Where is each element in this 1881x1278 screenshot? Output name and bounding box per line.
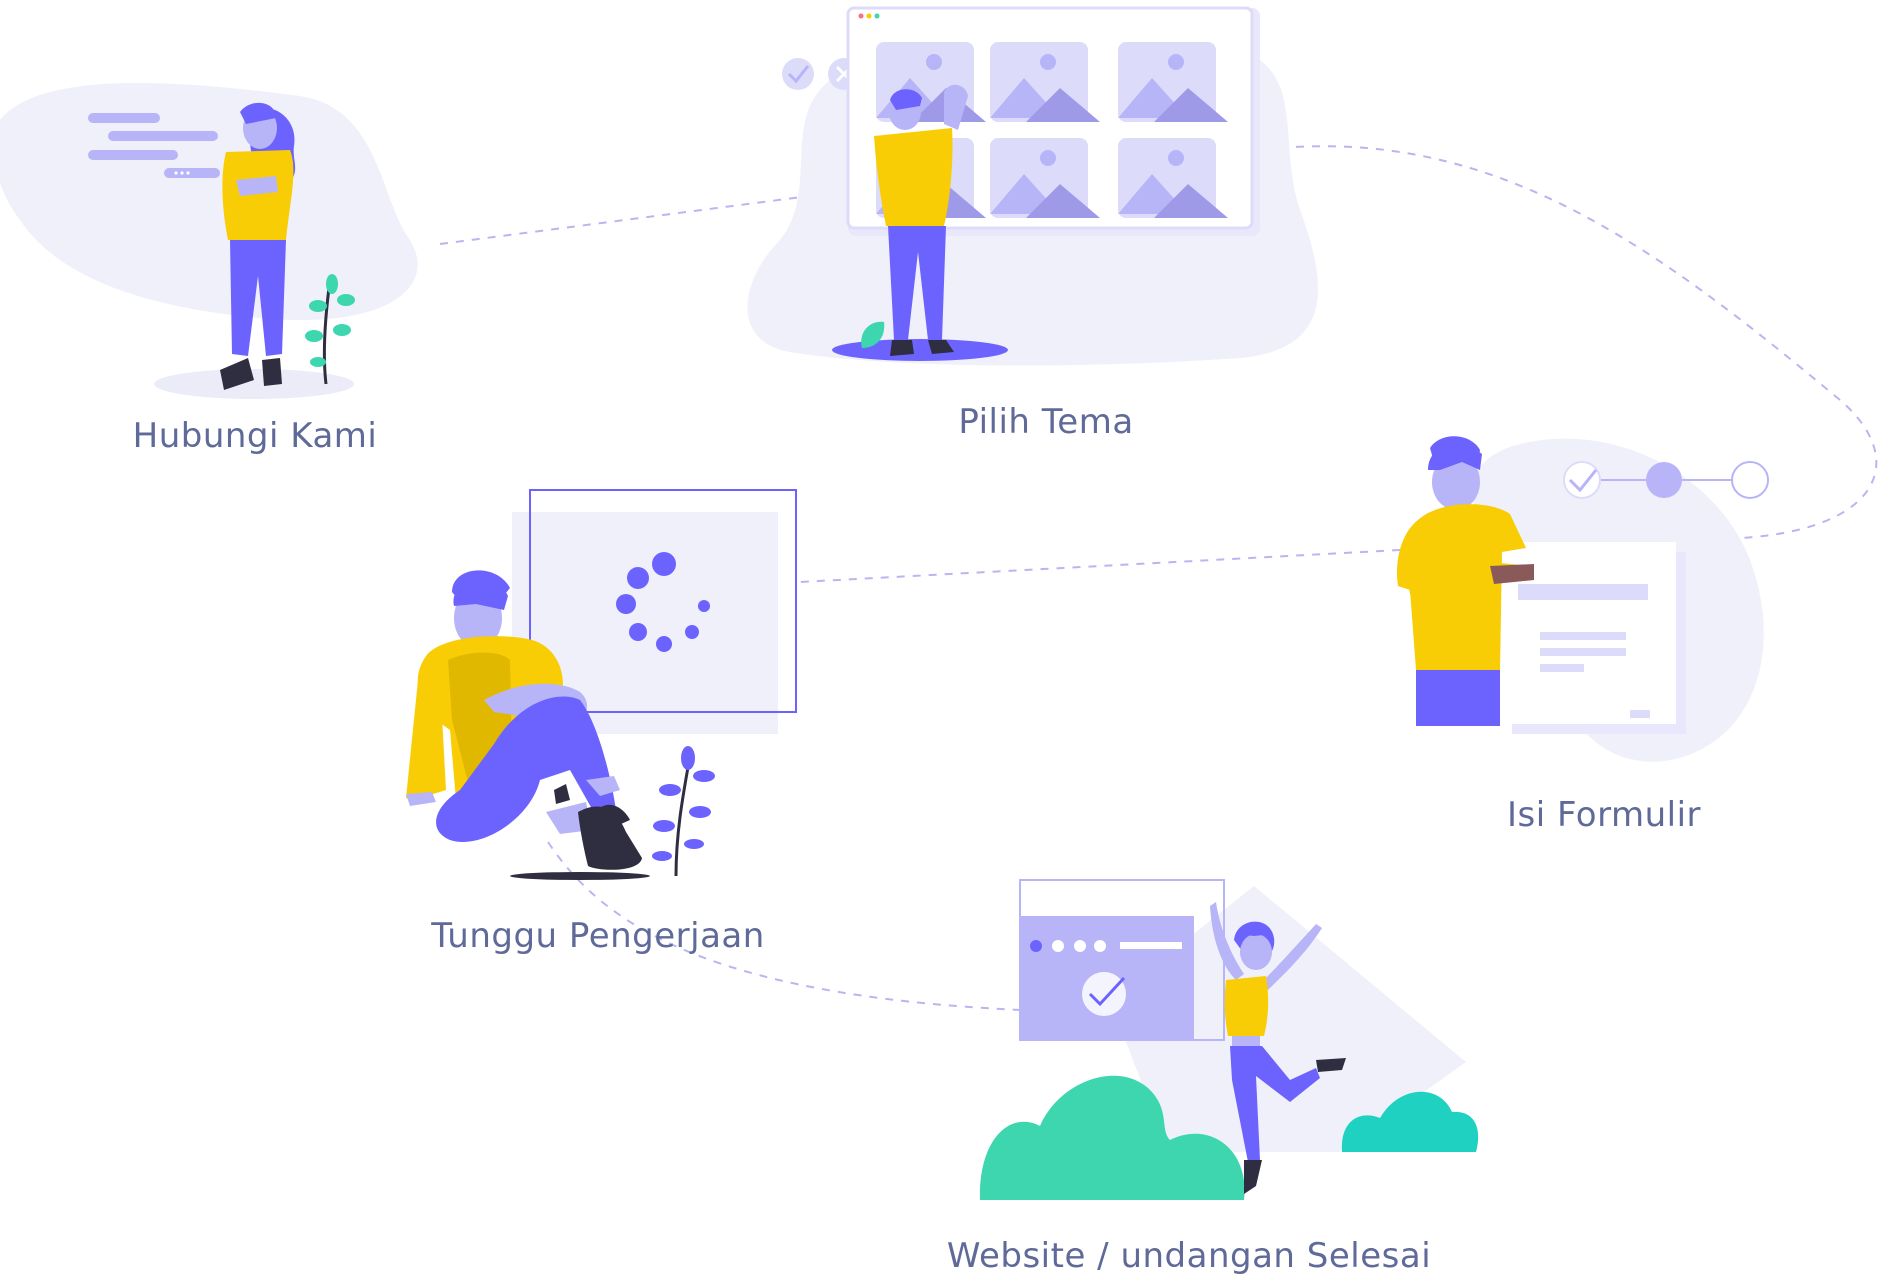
seated-man-figure	[406, 570, 642, 870]
illustration-pilih-tema	[747, 6, 1318, 366]
background-diamond	[1110, 886, 1466, 1152]
step-label-pilih-tema: Pilih Tema	[958, 402, 1134, 442]
woman-figure	[220, 102, 296, 390]
check-icon	[1082, 972, 1126, 1016]
step-label-hubungi-kami: Hubungi Kami	[132, 416, 378, 456]
theme-thumbnail	[990, 42, 1100, 122]
illustration-isi-formulir	[1396, 436, 1769, 762]
connecting-path	[439, 145, 1878, 1011]
step-label-isi-formulir: Isi Formulir	[1506, 795, 1702, 835]
form-document	[1502, 542, 1686, 734]
bush-left	[979, 1075, 1245, 1200]
theme-thumbnail	[1118, 138, 1228, 218]
jumping-woman-figure	[1210, 902, 1346, 1194]
chat-bubbles-icon	[88, 113, 220, 178]
step-label-tunggu-pengerjaan: Tunggu Pengerjaan	[431, 916, 765, 956]
check-icon	[782, 58, 814, 90]
illustration-hubungi-kami	[0, 83, 418, 399]
theme-thumbnail	[990, 138, 1100, 218]
step-label-website-selesai: Website / undangan Selesai	[946, 1236, 1432, 1276]
theme-thumbnail	[1118, 42, 1228, 122]
website-window	[1019, 879, 1225, 1041]
background-blob	[0, 83, 418, 321]
bush-right	[1341, 1091, 1479, 1152]
plant-icon	[305, 274, 355, 385]
leaf-icon	[861, 321, 885, 348]
man-figure	[874, 84, 968, 356]
illustration-website-selesai	[979, 879, 1479, 1200]
illustration-tunggu-pengerjaan	[406, 489, 797, 880]
plant-icon	[652, 746, 715, 877]
spinner-icon	[616, 552, 710, 652]
man-figure	[1396, 436, 1534, 726]
progress-steps-icon	[1563, 461, 1769, 499]
